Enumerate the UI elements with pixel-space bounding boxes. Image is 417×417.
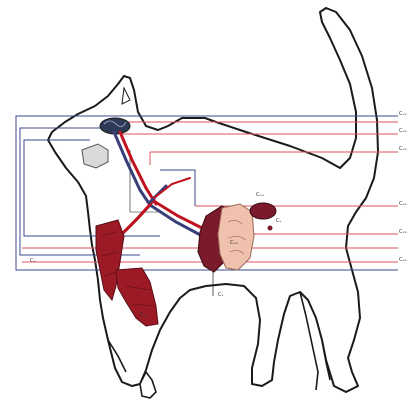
- label-line-5: Cᵥₐ: [399, 229, 407, 235]
- label-kidney-top: Cᵥₐ: [256, 192, 264, 198]
- label-left-bottom: Cᵥ: [30, 258, 36, 264]
- label-line-1: Cᵥₐ: [399, 111, 407, 117]
- label-line-3: Cᵥₐ: [399, 146, 407, 152]
- kidney-vessel: [268, 226, 273, 231]
- label-muscle: Cᵥₐ: [140, 312, 148, 318]
- label-organ: Cᵥₐ: [230, 240, 238, 246]
- label-kidney-side: Cᵥ: [276, 218, 282, 224]
- label-line-4: Cᵥₐ: [399, 201, 407, 207]
- cat-outline: [48, 8, 378, 392]
- label-line-2: Cᵥₐ: [399, 128, 407, 134]
- kidney: [250, 203, 276, 219]
- pale-organ: [218, 204, 254, 270]
- label-line-6: Cᵥₐ: [399, 257, 407, 263]
- label-belly: Cᵥ: [218, 292, 224, 298]
